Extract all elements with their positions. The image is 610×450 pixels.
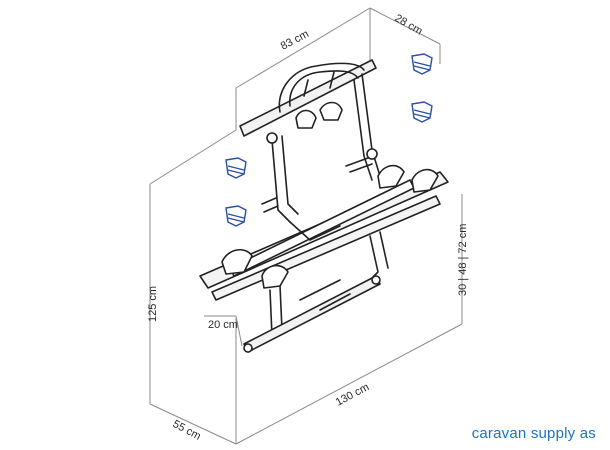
bike-rack-frame (199, 59, 449, 353)
label-bottom-offset: 20 cm (208, 319, 238, 331)
brand-logo-text: caravan supply as (471, 425, 596, 442)
lower-mount-icon (225, 157, 247, 227)
label-height-total: 125 cm (147, 286, 159, 322)
label-length-bottom: 130 cm (334, 381, 371, 409)
label-width-top: 83 cm (279, 28, 311, 53)
label-depth-top: 28 cm (393, 12, 425, 37)
label-rail-spacing: 30 | 48 | 72 cm (457, 224, 469, 296)
upper-mount-icon (411, 53, 433, 123)
label-depth-bottom: 55 cm (171, 418, 203, 443)
dimension-lines (149, 7, 463, 445)
